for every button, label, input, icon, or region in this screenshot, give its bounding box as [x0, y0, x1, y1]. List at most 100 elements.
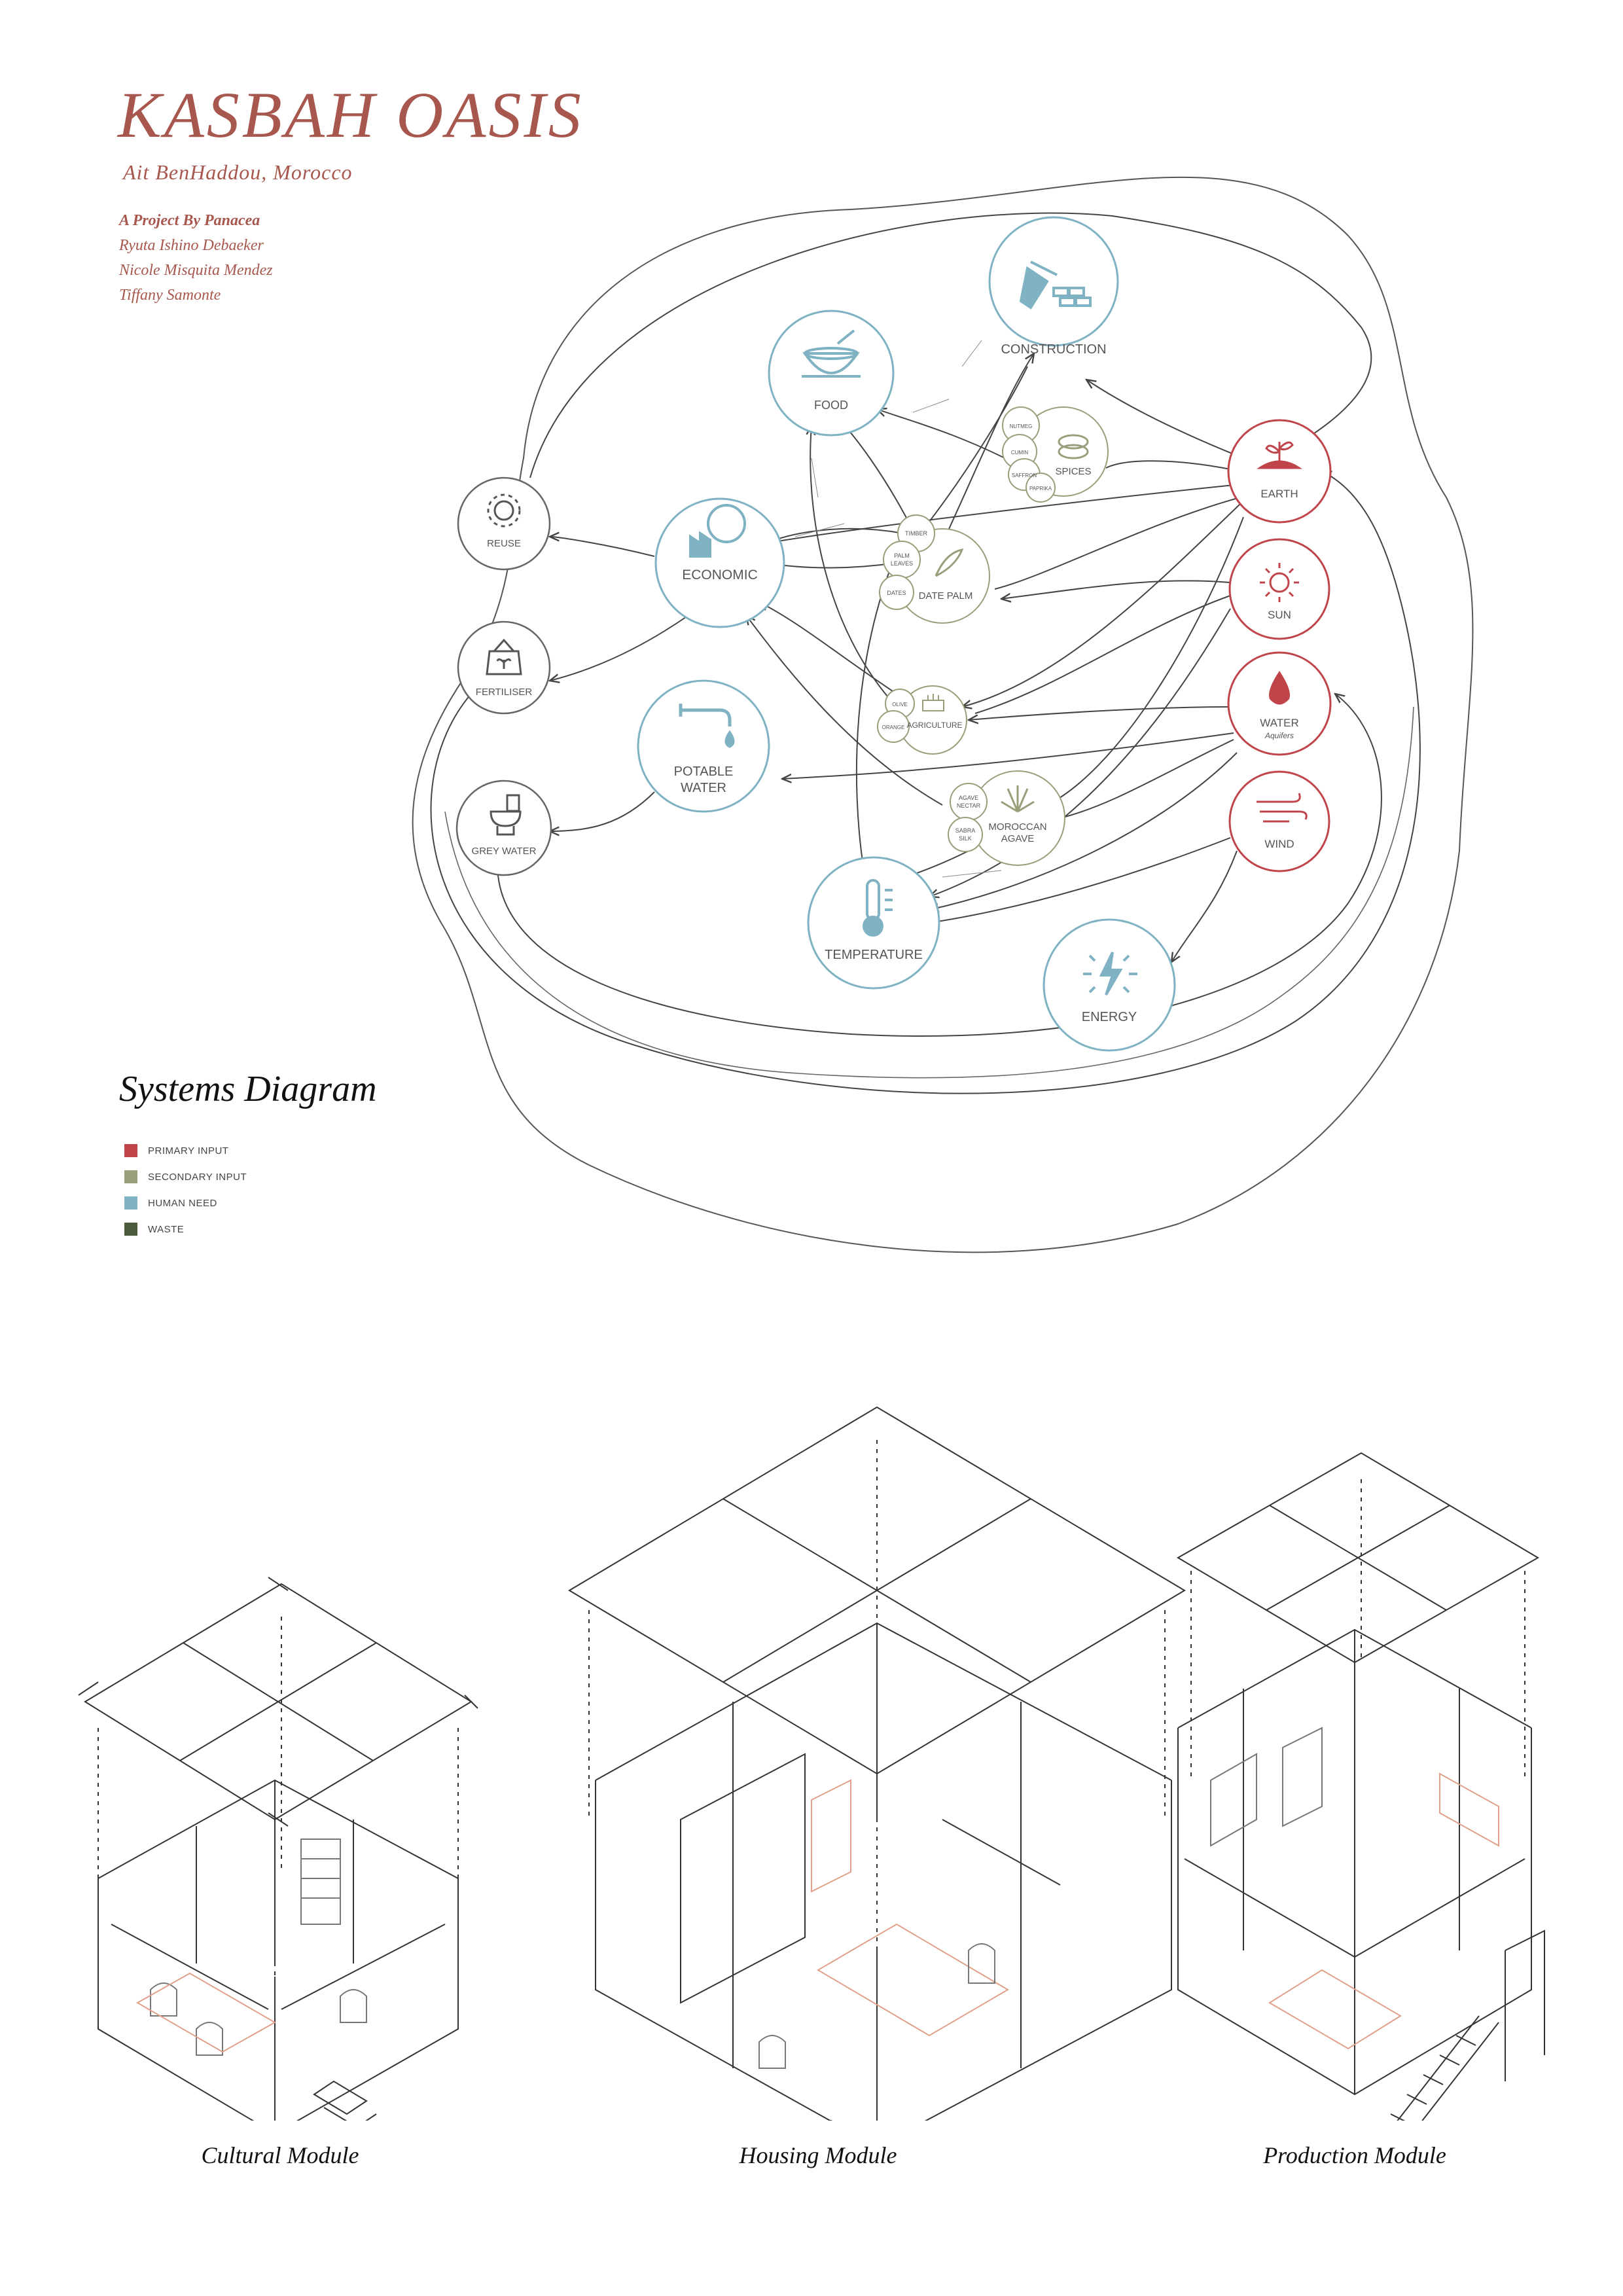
- legend-swatch: [124, 1170, 137, 1183]
- flow-datepalm-economic-2: [766, 563, 897, 568]
- legend-item: HUMAN NEED: [124, 1190, 247, 1216]
- energy-bolt-icon: [1083, 952, 1137, 996]
- author-name: Nicole Misquita Mendez: [119, 262, 273, 279]
- node-construction: CONSTRUCTION: [988, 216, 1119, 357]
- energy-label: ENERGY: [1082, 1010, 1137, 1024]
- flow-timber-construction: [922, 366, 1028, 531]
- flow-spices-food: [877, 409, 1018, 465]
- flow-water-temperature: [929, 752, 1238, 910]
- module-stairs: [313, 2080, 377, 2121]
- flow-economic-reuse: [550, 537, 655, 557]
- palm-leaf-icon: [935, 548, 964, 577]
- page-title: KASBAH OASIS: [118, 79, 584, 151]
- agave-nectar-label-2: NECTAR: [957, 802, 981, 809]
- thermometer-icon: [863, 879, 893, 937]
- legend: PRIMARY INPUT SECONDARY INPUT HUMAN NEED…: [124, 1138, 247, 1242]
- palm-leaves-label-2: LEAVES: [891, 560, 913, 567]
- spices-label: SPICES: [1055, 466, 1091, 477]
- system-boundary: [412, 176, 1474, 1253]
- flow-reuse-construction: [529, 212, 1372, 478]
- agriculture-label: AGRICULTURE: [906, 721, 962, 730]
- plant-earth-icon: [1257, 441, 1302, 469]
- flow-agriculture-food: [810, 425, 897, 708]
- cultural-module-caption: Cultural Module: [201, 2142, 359, 2168]
- spices-icon: [1058, 434, 1089, 459]
- flow-sun-agriculture: [974, 595, 1231, 714]
- flow-earth-datepalm: [994, 497, 1241, 590]
- reuse-gear-icon: [487, 493, 521, 528]
- module-walls: [1177, 1628, 1532, 2096]
- credit-heading: A Project By Panacea: [119, 212, 260, 229]
- grey-water-label: GREY WATER: [472, 846, 537, 857]
- roof-grid: [1177, 1452, 1539, 1664]
- node-potable-water: POTABLE WATER: [637, 679, 770, 813]
- hammer-bricks-icon: [1019, 260, 1092, 310]
- flow-water-agriculture: [969, 706, 1231, 720]
- legend-swatch: [124, 1196, 137, 1210]
- timber-label: TIMBER: [905, 530, 928, 537]
- flow-earth-economic: [766, 484, 1241, 543]
- dates-label: DATES: [887, 590, 906, 596]
- flow-sun-temperature: [929, 608, 1231, 897]
- systems-diagram: CONSTRUCTION FOOD ECONOMIC POTABLE WATER: [412, 176, 1474, 1253]
- legend-label: HUMAN NEED: [148, 1197, 217, 1209]
- flow-earth-agriculture: [962, 503, 1241, 707]
- flow-earth-spices: [1105, 460, 1241, 472]
- sun-icon: [1260, 563, 1299, 602]
- node-food: FOOD: [768, 310, 895, 437]
- flow-wind-temperature: [929, 837, 1231, 923]
- fertiliser-bag-icon: [486, 638, 522, 675]
- module-stairs: [1390, 2015, 1499, 2121]
- node-wind: WIND: [1228, 770, 1330, 872]
- wind-label: WIND: [1264, 838, 1294, 850]
- flow-water-agave: [1060, 739, 1234, 819]
- flow-water-potable: [782, 732, 1234, 779]
- node-agriculture-cluster: [877, 685, 967, 755]
- cumin-label: CUMIN: [1011, 450, 1028, 456]
- node-sun: SUN: [1228, 538, 1330, 640]
- node-energy: ENERGY: [1043, 918, 1176, 1052]
- legend-label: SECONDARY INPUT: [148, 1171, 247, 1183]
- credits: A Project By Panacea Ryuta Ishino Debaek…: [119, 208, 273, 308]
- water-drop-icon: [1269, 671, 1290, 705]
- sun-label: SUN: [1268, 609, 1291, 621]
- node-grey-water: GREY WATER: [455, 780, 552, 876]
- legend-swatch: [124, 1144, 137, 1157]
- sabra-silk-label-2: SILK: [959, 835, 972, 842]
- legend-label: PRIMARY INPUT: [148, 1145, 229, 1157]
- moroccan-agave-label-1: MOROCCAN: [988, 821, 1046, 833]
- flow-potable-greywater: [550, 791, 655, 831]
- housing-module-caption: Housing Module: [739, 2142, 897, 2168]
- production-module-caption: Production Module: [1263, 2142, 1446, 2168]
- fertiliser-label: FERTILISER: [476, 687, 533, 698]
- faucet-icon: [679, 704, 735, 748]
- node-fertiliser: FERTILISER: [457, 620, 551, 715]
- node-earth: EARTH: [1227, 419, 1332, 524]
- legend-item: SECONDARY INPUT: [124, 1164, 247, 1190]
- module-axonometrics: [78, 1406, 1545, 2121]
- legend-item: WASTE: [124, 1216, 247, 1242]
- legend-swatch: [124, 1223, 137, 1236]
- agave-nectar-label-1: AGAVE: [959, 795, 978, 801]
- agave-icon: [1001, 785, 1035, 813]
- potable-water-label-1: POTABLE: [674, 764, 734, 779]
- nutmeg-label: NUTMEG: [1010, 423, 1033, 429]
- system-boundary-inner: [444, 706, 1414, 1079]
- saffron-label: SAFFRON: [1012, 473, 1037, 478]
- node-agave-cluster: [948, 770, 1065, 866]
- flow-datepalm-economic: [766, 528, 904, 543]
- legend-label: WASTE: [148, 1223, 185, 1235]
- economic-label: ECONOMIC: [682, 567, 758, 583]
- flow-fertiliser-earth: [430, 471, 1421, 1094]
- author-name: Ryuta Ishino Debaeker: [119, 237, 264, 254]
- olive-label: OLIVE: [892, 702, 908, 708]
- food-bowl-icon: [802, 329, 861, 378]
- flow-sun-datepalm: [1001, 580, 1231, 599]
- temperature-label: TEMPERATURE: [825, 948, 923, 962]
- potable-water-label-2: WATER: [681, 781, 726, 795]
- moroccan-agave-label-2: AGAVE: [1001, 833, 1035, 844]
- flow-wind-energy: [1171, 850, 1238, 962]
- node-spices-cluster: [1002, 406, 1109, 503]
- roof-grid: [84, 1583, 473, 1821]
- food-label: FOOD: [814, 399, 848, 412]
